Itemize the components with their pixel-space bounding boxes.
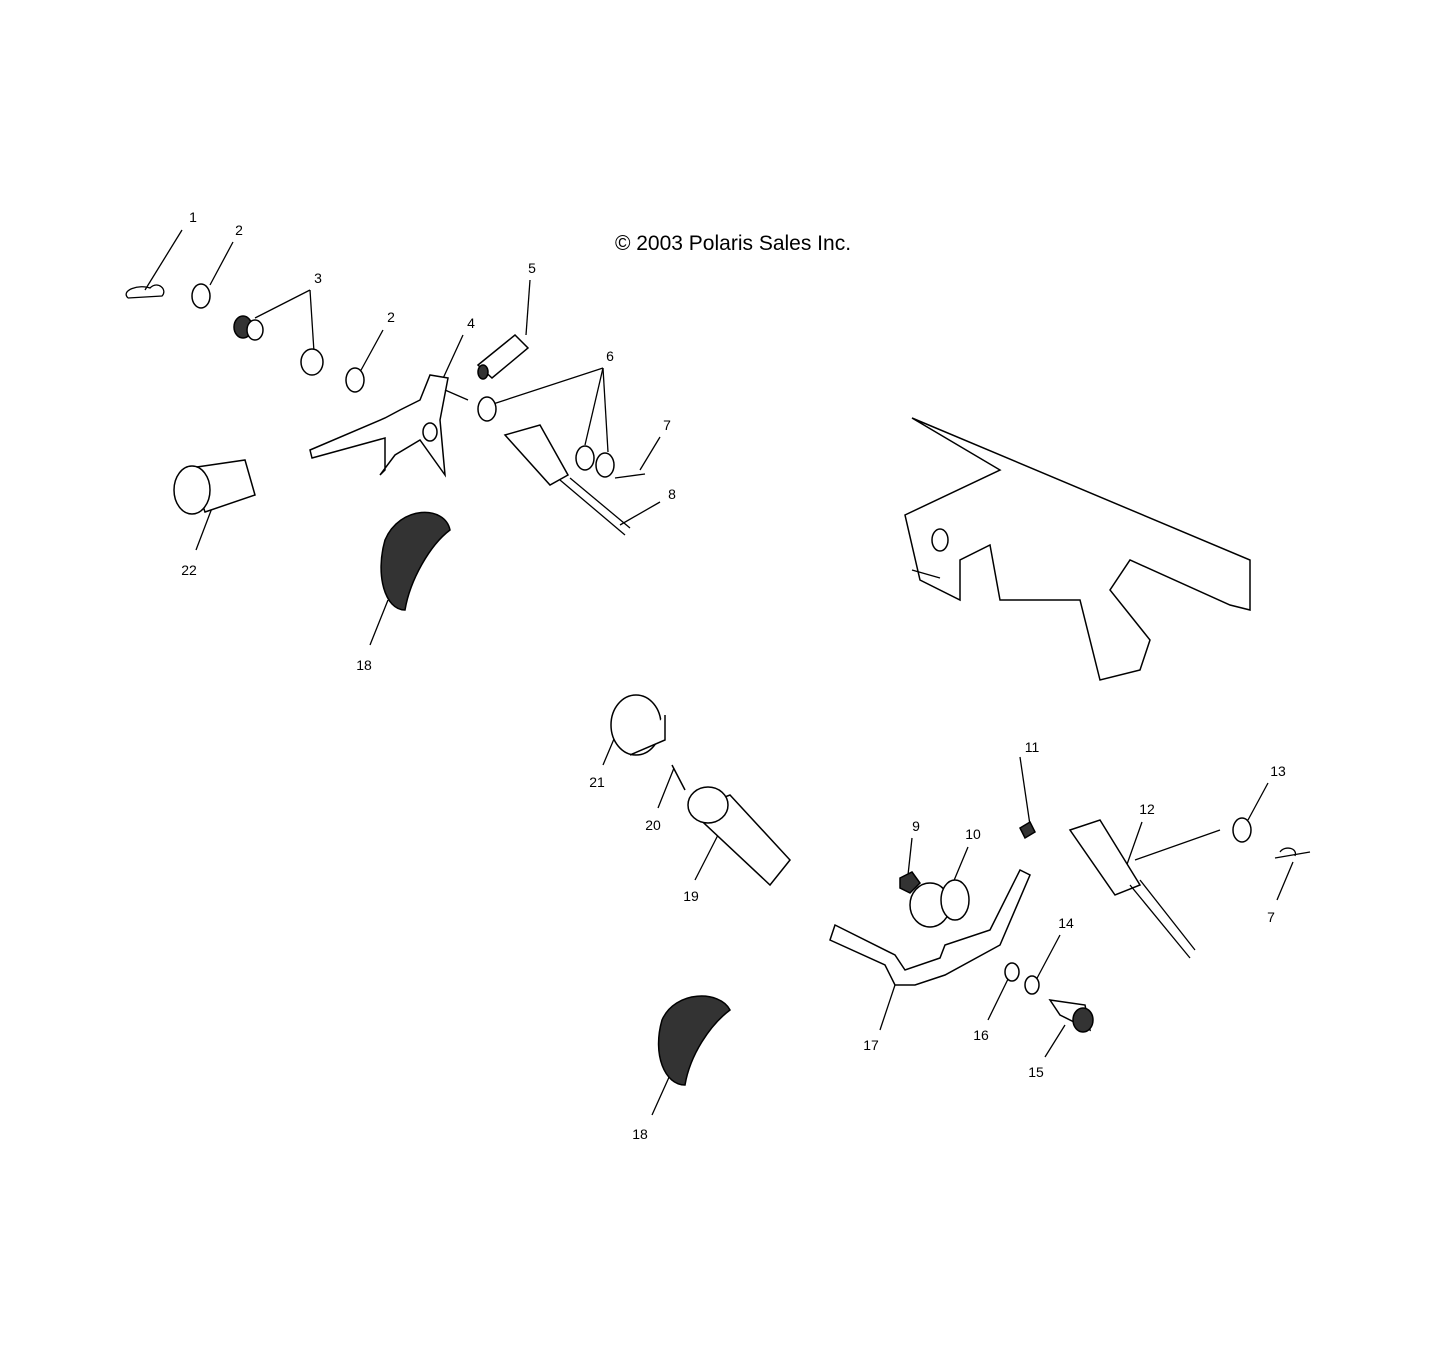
part-cable — [1068, 819, 1196, 959]
part-nut — [1019, 820, 1036, 840]
callout-7: 7 — [663, 417, 671, 433]
callout-14: 14 — [1058, 915, 1074, 931]
callout-20: 20 — [645, 817, 661, 833]
callout-18: 18 — [632, 1126, 648, 1142]
callout-6: 6 — [606, 348, 614, 364]
part-nut — [899, 871, 921, 894]
callout-16: 16 — [973, 1027, 989, 1043]
callout-10: 10 — [965, 826, 981, 842]
leader-lines — [144, 229, 1294, 1116]
callout-9: 9 — [912, 818, 920, 834]
part-throttle-grip — [687, 786, 791, 887]
part-washer — [1004, 962, 1020, 982]
part-washer — [575, 445, 595, 471]
part-screw — [671, 764, 686, 791]
callout-21: 21 — [589, 774, 605, 790]
part-washer — [1232, 817, 1252, 843]
callout-18: 18 — [356, 657, 372, 673]
callout-22: 22 — [181, 562, 197, 578]
part-cap — [610, 694, 666, 756]
callout-4: 4 — [467, 315, 475, 331]
part-washer — [595, 452, 615, 478]
callout-2: 2 — [387, 309, 395, 325]
part-cable-end — [503, 424, 631, 536]
callout-11: 11 — [1025, 739, 1040, 755]
part-hairpin-clip — [125, 284, 165, 299]
callout-5: 5 — [528, 260, 536, 276]
callout-1: 1 — [189, 209, 197, 225]
callout-12: 12 — [1139, 801, 1155, 817]
part-footrest-pad — [657, 995, 731, 1086]
callout-8: 8 — [668, 486, 676, 502]
part-cotter-pin — [1274, 847, 1311, 859]
part-washer — [477, 396, 497, 422]
part-pivot-bolt — [1048, 999, 1094, 1033]
part-footrest-pad — [380, 511, 451, 611]
part-bumper — [909, 879, 970, 928]
part-lever — [309, 374, 469, 478]
callout-17: 17 — [863, 1037, 879, 1053]
part-brake-lever — [829, 868, 1031, 986]
part-spring-pin — [476, 333, 530, 380]
callouts: 1 2 3 2 4 5 6 7 8 22 18 21 20 19 11 12 1… — [181, 209, 1286, 1142]
callout-13: 13 — [1270, 763, 1286, 779]
part-frame — [904, 417, 1251, 681]
copyright-text: © 2003 Polaris Sales Inc. — [615, 232, 851, 255]
callout-7: 7 — [1267, 909, 1275, 925]
part-cotter-pin — [614, 473, 646, 479]
callout-19: 19 — [683, 888, 699, 904]
callout-2: 2 — [235, 222, 243, 238]
callout-15: 15 — [1028, 1064, 1044, 1080]
part-bushing — [300, 348, 324, 376]
part-washer — [191, 283, 211, 309]
part-bushing — [233, 315, 264, 341]
part-washer — [1024, 975, 1040, 995]
part-grip — [173, 459, 256, 515]
callout-3: 3 — [314, 270, 322, 286]
part-washer — [345, 367, 365, 393]
